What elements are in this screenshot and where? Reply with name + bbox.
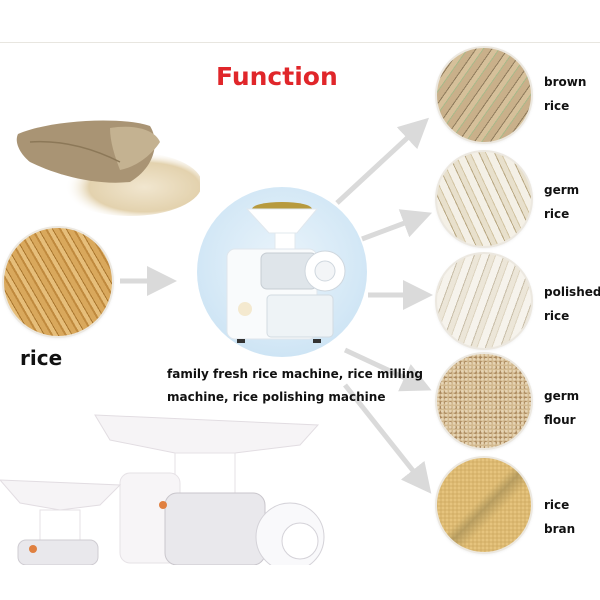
output-label-germ-rice: germ rice (544, 183, 580, 221)
paddy-rice-image (4, 228, 112, 336)
machine-caption: family fresh rice machine, rice milling … (167, 363, 427, 409)
output-label-brown-rice: brown rice (544, 75, 587, 113)
arrow-germ-rice (361, 209, 433, 242)
machine-closeup-image (0, 414, 325, 565)
machine-image (197, 187, 367, 357)
arrow-brown-rice (335, 117, 430, 205)
germ-flour-image (437, 354, 531, 448)
output-label-germ-flour: germ flour (544, 389, 580, 427)
page-title: Function (216, 62, 338, 91)
arrow-rice-bran (343, 383, 432, 494)
rice-sack-image (16, 120, 200, 216)
machine-caption-line1: family fresh rice machine, rice milling (167, 367, 423, 381)
rice-bran-image (437, 458, 531, 552)
polished-rice-image (437, 254, 531, 348)
rice-machine-icon (226, 202, 346, 343)
output-label-polished-rice: polished rice (544, 285, 600, 323)
input-label: rice (20, 346, 63, 370)
germ-rice-image (437, 152, 531, 246)
machine-caption-line2: machine, rice polishing machine (167, 390, 386, 404)
brown-rice-image (437, 48, 531, 142)
output-label-rice-bran: rice bran (544, 498, 576, 536)
arrow-germ-flour (343, 347, 432, 392)
top-divider (0, 42, 600, 43)
